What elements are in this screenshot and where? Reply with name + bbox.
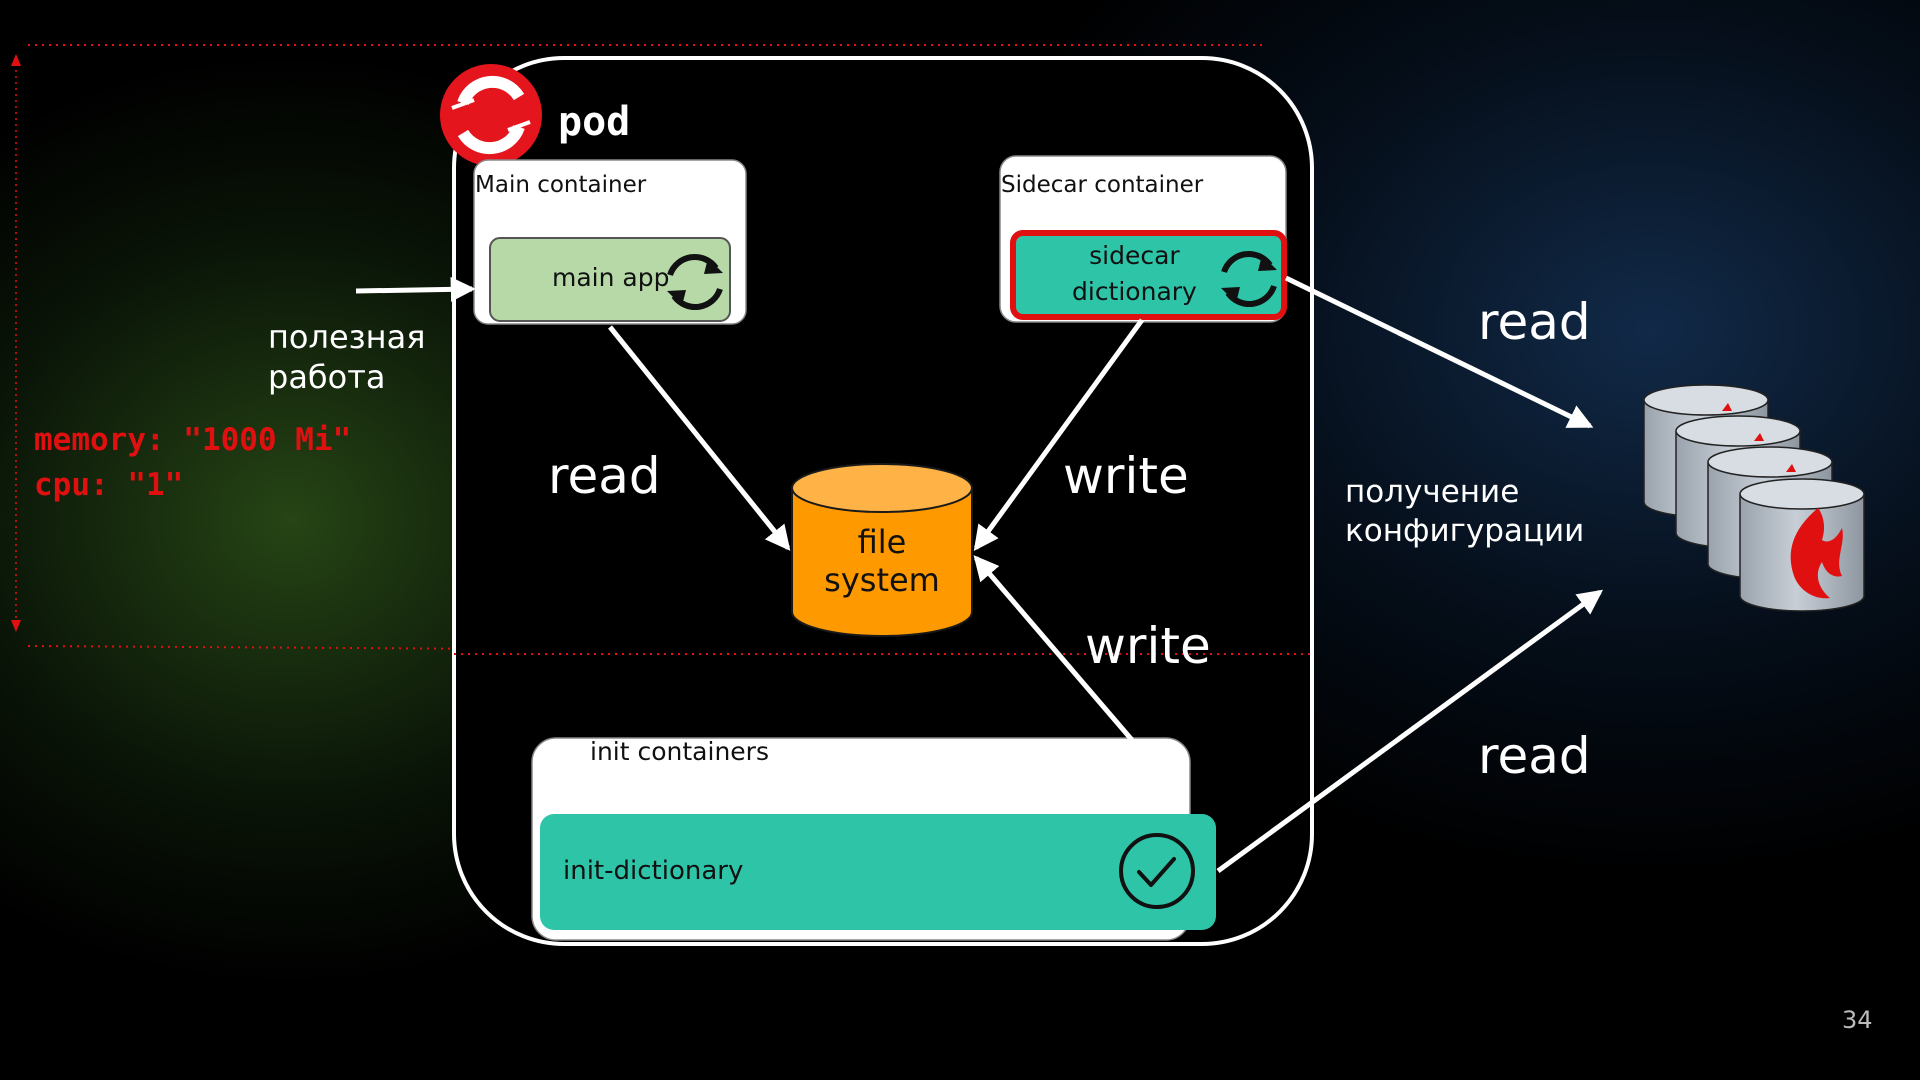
init-read-arrow bbox=[1216, 589, 1604, 874]
arrows bbox=[355, 275, 1604, 874]
init-containers-title: init containers bbox=[590, 737, 769, 766]
sidecar-write-arrow bbox=[973, 318, 1145, 552]
check-circle-icon bbox=[1119, 833, 1195, 909]
main-container-title: Main container bbox=[475, 172, 647, 198]
useful-work-label: полезная работа bbox=[268, 318, 426, 396]
main-app-label: main app bbox=[552, 263, 670, 292]
init-dictionary-box bbox=[540, 814, 1216, 930]
resource-limits: memory: "1000 Mi" cpu: "1" bbox=[34, 418, 351, 508]
refresh-icon bbox=[667, 253, 723, 311]
flame-icon bbox=[1722, 403, 1843, 599]
database-cluster-icon bbox=[1643, 384, 1865, 612]
sidecar-write-label: write bbox=[1063, 447, 1189, 505]
sidecar-read-arrow bbox=[1284, 275, 1594, 429]
sidecar-read-label: read bbox=[1478, 293, 1591, 351]
main-app-box bbox=[489, 237, 731, 322]
openshift-logo-icon bbox=[440, 64, 542, 166]
cpu-limit: cpu: "1" bbox=[34, 467, 184, 503]
sidecar-app-label: sidecar dictionary bbox=[1072, 241, 1197, 306]
init-dictionary-label: init-dictionary bbox=[563, 856, 744, 886]
config-fetch-label: получение конфигурации bbox=[1345, 474, 1585, 549]
sidecar-app-box bbox=[1010, 230, 1287, 320]
pod-title: pod bbox=[558, 99, 631, 145]
memory-limit: memory: "1000 Mi" bbox=[34, 422, 352, 458]
page-number: 34 bbox=[1842, 1006, 1873, 1034]
file-system-label: file system bbox=[824, 523, 940, 599]
main-read-arrow bbox=[608, 325, 791, 551]
main-read-label: read bbox=[548, 447, 661, 505]
file-system-cylinder bbox=[791, 463, 973, 637]
init-write-label: write bbox=[1085, 617, 1211, 675]
init-read-label: read bbox=[1478, 727, 1591, 785]
sidecar-container-title: Sidecar container bbox=[1001, 172, 1204, 198]
refresh-icon bbox=[1221, 250, 1277, 308]
init-write-arrow bbox=[973, 555, 1134, 742]
useful-work-arrow bbox=[355, 276, 476, 302]
